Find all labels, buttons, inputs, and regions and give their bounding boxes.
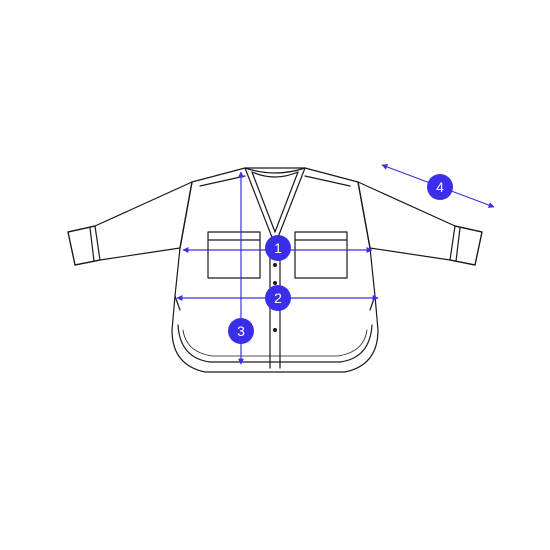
marker-circle xyxy=(427,174,453,200)
measurement-marker-3[interactable]: 3 xyxy=(228,318,254,344)
hem-line xyxy=(177,324,373,363)
button xyxy=(273,281,277,285)
v-neck-right xyxy=(274,167,306,246)
v-neck-right-inner xyxy=(274,171,299,233)
marker-label-2: 2 xyxy=(274,290,282,306)
marker-label-1: 1 xyxy=(274,240,282,256)
right-cuff-seam xyxy=(455,227,461,262)
v-neck-left xyxy=(244,167,276,246)
cardigan-sketch xyxy=(67,167,483,373)
hem-stitch xyxy=(182,329,368,357)
measurement-marker-2[interactable]: 2 xyxy=(265,285,291,311)
left-yoke xyxy=(179,181,193,249)
marker-circle xyxy=(228,318,254,344)
neck-inner xyxy=(251,171,299,178)
v-neck-left-inner xyxy=(251,171,276,233)
back-neck xyxy=(244,167,306,174)
left-chest-pocket xyxy=(207,231,261,279)
marker-label-4: 4 xyxy=(436,179,444,195)
left-sleeve xyxy=(67,181,193,266)
right-chest-pocket xyxy=(294,231,348,279)
measurement-marker-1[interactable]: 1 xyxy=(265,235,291,261)
body-outline xyxy=(171,167,379,373)
right-yoke xyxy=(357,181,371,249)
marker-circle xyxy=(265,235,291,261)
measurement-marker-4[interactable]: 4 xyxy=(427,174,453,200)
left-cuff xyxy=(67,225,101,266)
button xyxy=(273,328,277,332)
right-sleeve xyxy=(357,181,483,266)
marker-circle xyxy=(265,285,291,311)
marker-label-3: 3 xyxy=(237,323,245,339)
left-cuff-seam xyxy=(89,227,95,262)
button xyxy=(273,263,277,267)
right-cuff xyxy=(449,225,483,266)
left-back-yoke xyxy=(199,175,246,187)
right-back-yoke xyxy=(304,175,351,187)
left-side-slit xyxy=(174,295,181,311)
